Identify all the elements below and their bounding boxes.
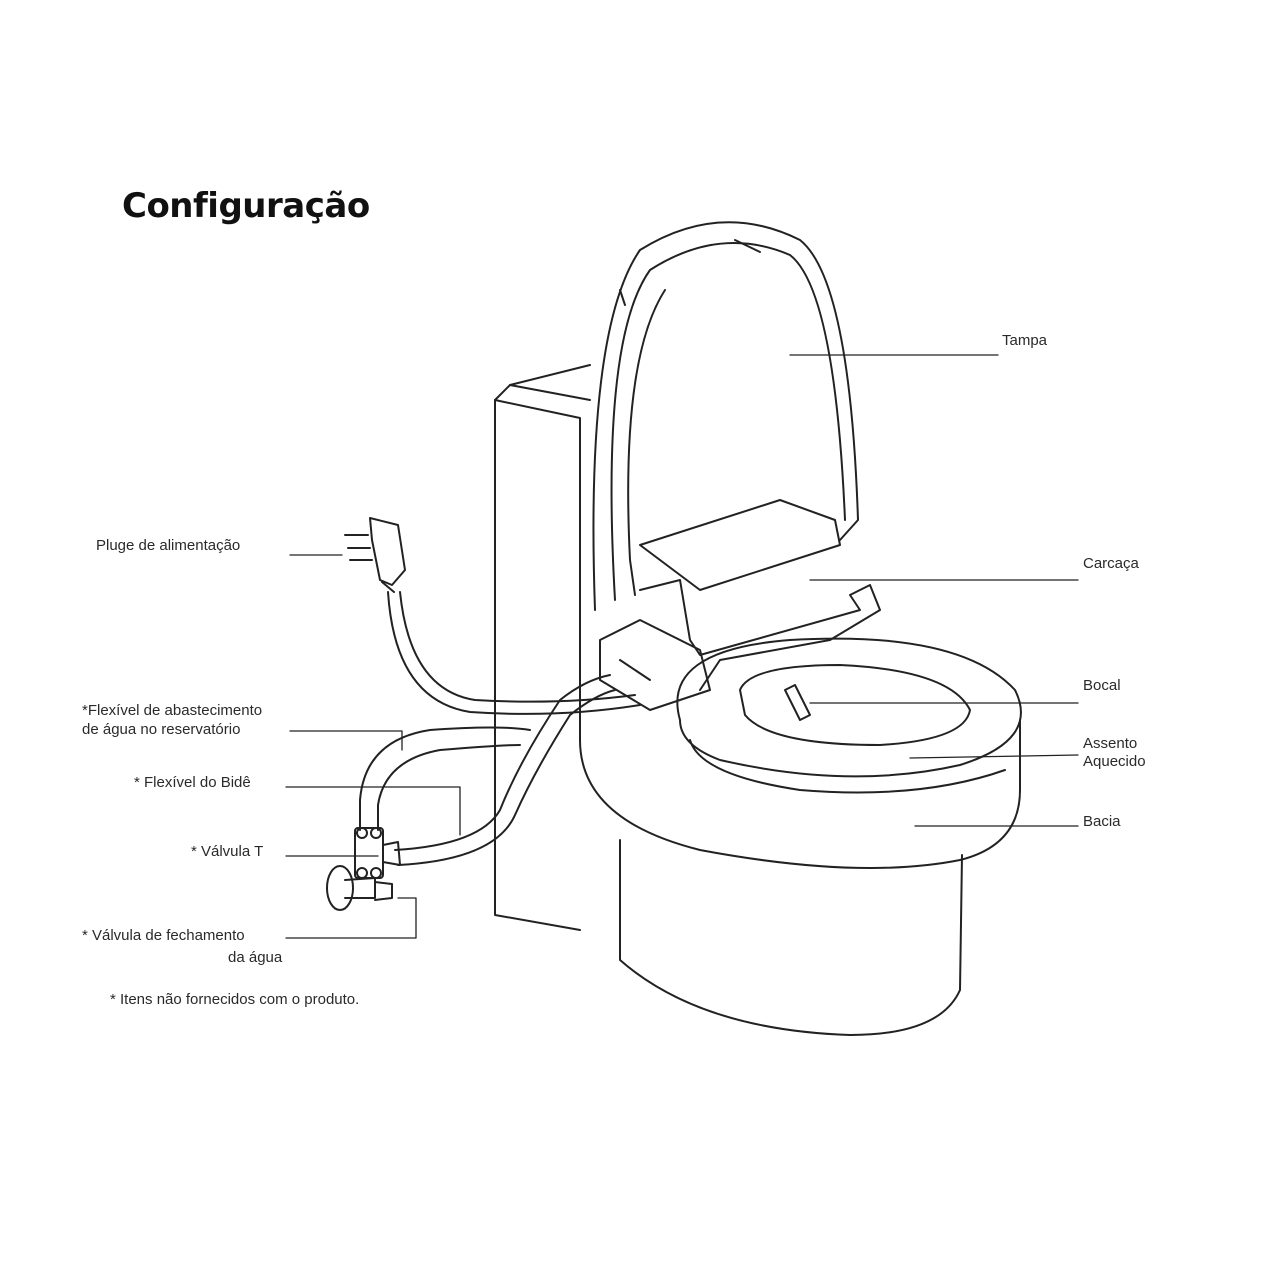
label-valvula-fechamento-line2: da água (228, 949, 283, 966)
label-tampa: Tampa (1002, 332, 1048, 349)
leader-lines (285, 354, 1079, 939)
label-pluge: Pluge de alimentação (96, 537, 241, 554)
label-bacia: Bacia (1083, 813, 1121, 830)
bowl (579, 719, 1021, 1036)
shutoff-valve (326, 865, 393, 911)
lid (592, 221, 859, 611)
label-assento-line2: Aquecido (1083, 753, 1146, 770)
housing (599, 499, 881, 711)
label-flexivel-abastecimento-line2: de água no reservatório (82, 721, 241, 738)
page-title: Configuração (122, 186, 370, 226)
label-valvula-t: * Válvula T (191, 843, 264, 860)
t-valve (354, 827, 401, 879)
footnote: * Itens não fornecidos com o produto. (110, 991, 360, 1008)
tank (494, 364, 591, 931)
label-carcaca: Carcaça (1083, 555, 1139, 572)
seat (676, 637, 1022, 794)
power-plug (344, 517, 406, 593)
nozzle (784, 684, 811, 721)
label-valvula-fechamento-line1: * Válvula de fechamento (82, 927, 245, 944)
label-flexivel-abastecimento-line1: *Flexível de abastecimento (82, 702, 263, 719)
label-flexivel-bide: * Flexível do Bidê (134, 774, 251, 791)
label-assento-line1: Assento (1083, 735, 1138, 752)
label-bocal: Bocal (1083, 677, 1121, 694)
hoses (359, 591, 641, 866)
